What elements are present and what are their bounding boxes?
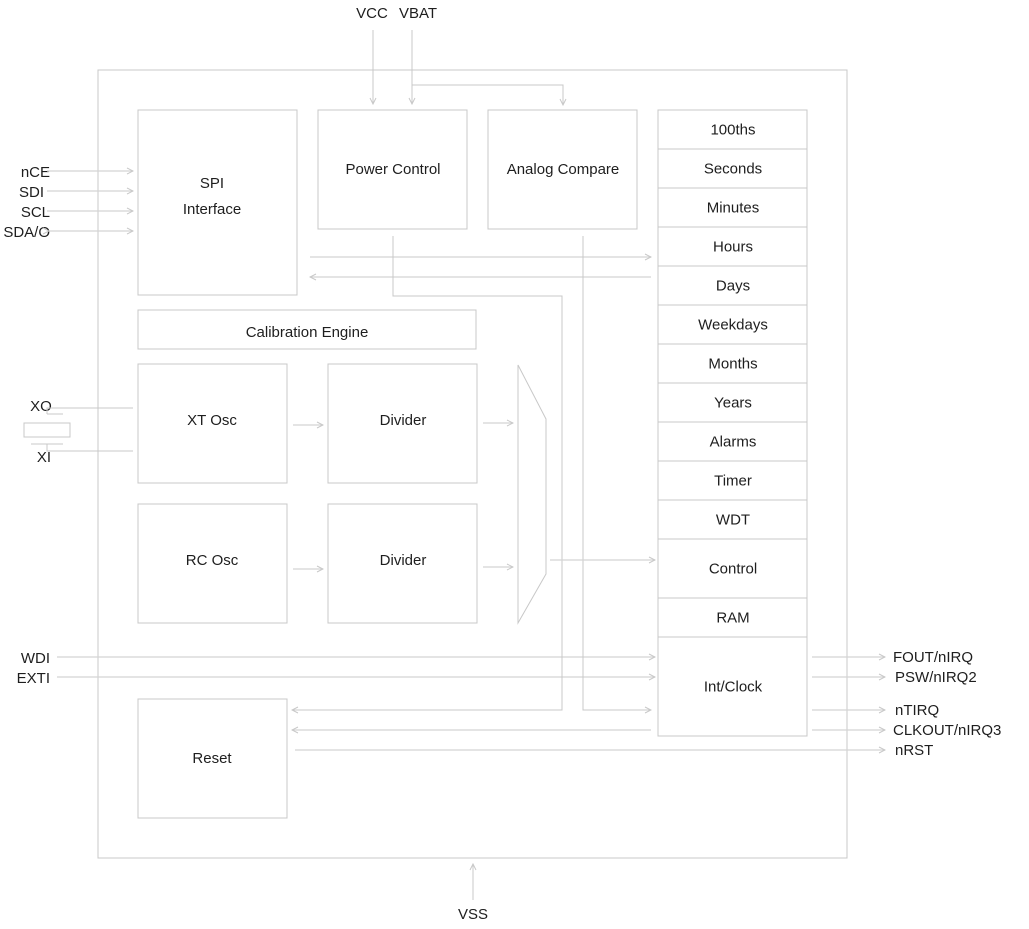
register-cell: [657, 636, 808, 737]
register-label: Minutes: [707, 200, 760, 217]
register-cell: [657, 421, 808, 462]
power-control-block: [317, 109, 468, 230]
register-label: Timer: [714, 473, 752, 490]
pin-ntirq: nTIRQ: [895, 702, 939, 719]
pin-scl: SCL: [21, 204, 50, 221]
pin-exti: EXTI: [17, 670, 50, 687]
crystal-icon: [23, 407, 133, 452]
pin-xo: XO: [30, 398, 52, 415]
spi-interface-block: [137, 109, 298, 296]
pin-clkout: CLKOUT/nIRQ3: [893, 722, 1001, 739]
pin-xi: XI: [37, 449, 51, 466]
analog-compare-block: [487, 109, 638, 230]
pin-wdi: WDI: [21, 650, 50, 667]
pin-vss: VSS: [458, 906, 488, 923]
register-label: Months: [708, 356, 757, 373]
register-cell: [657, 499, 808, 540]
calibration-engine-block: [137, 309, 477, 350]
spi-label: SPI: [200, 175, 224, 192]
vbat-compare-arrow: [412, 84, 563, 105]
register-label: Seconds: [704, 161, 762, 178]
divider-label-2: Divider: [380, 552, 427, 569]
register-cell: [657, 109, 808, 150]
register-cell: [657, 187, 808, 228]
register-label: Years: [714, 395, 752, 412]
compare-to-int-line: [582, 236, 651, 710]
divider-block-2: [327, 503, 478, 624]
reset-block: [137, 698, 288, 819]
register-cell: [657, 265, 808, 306]
pin-vcc: VCC: [356, 5, 388, 22]
register-label: Weekdays: [698, 317, 768, 334]
pin-psw: PSW/nIRQ2: [895, 669, 977, 686]
xt-osc-label: XT Osc: [187, 412, 237, 429]
pin-sda-o: SDA/O: [3, 224, 50, 241]
interface-label: Interface: [183, 201, 241, 218]
power-to-reset-line: [292, 236, 563, 710]
chip-outline: [97, 69, 848, 859]
register-cell: [657, 148, 808, 189]
register-label: Hours: [713, 239, 753, 256]
divider-block-1: [327, 363, 478, 484]
power-control-label: Power Control: [345, 161, 440, 178]
register-label: Control: [709, 561, 757, 578]
register-label: 100ths: [710, 122, 755, 139]
clock-mux: [517, 364, 547, 625]
rc-osc-label: RC Osc: [186, 552, 239, 569]
pin-nrst: nRST: [895, 742, 933, 759]
register-column: 100thsSecondsMinutesHoursDaysWeekdaysMon…: [657, 109, 808, 737]
reset-label: Reset: [192, 750, 232, 767]
register-cell: [657, 597, 808, 638]
pin-fout: FOUT/nIRQ: [893, 649, 973, 666]
register-label: Int/Clock: [704, 679, 763, 696]
register-label: Days: [716, 278, 750, 295]
pin-sdi: SDI: [19, 184, 44, 201]
analog-compare-label: Analog Compare: [507, 161, 620, 178]
divider-label-1: Divider: [380, 412, 427, 429]
register-label: Alarms: [710, 434, 757, 451]
pin-vbat: VBAT: [399, 5, 437, 22]
pin-nce: nCE: [21, 164, 50, 181]
calibration-engine-label: Calibration Engine: [246, 324, 369, 341]
xt-osc-block: [137, 363, 288, 484]
register-label: RAM: [716, 610, 749, 627]
register-cell: [657, 538, 808, 599]
register-cell: [657, 460, 808, 501]
register-label: WDT: [716, 512, 750, 529]
register-cell: [657, 226, 808, 267]
rc-osc-block: [137, 503, 288, 624]
